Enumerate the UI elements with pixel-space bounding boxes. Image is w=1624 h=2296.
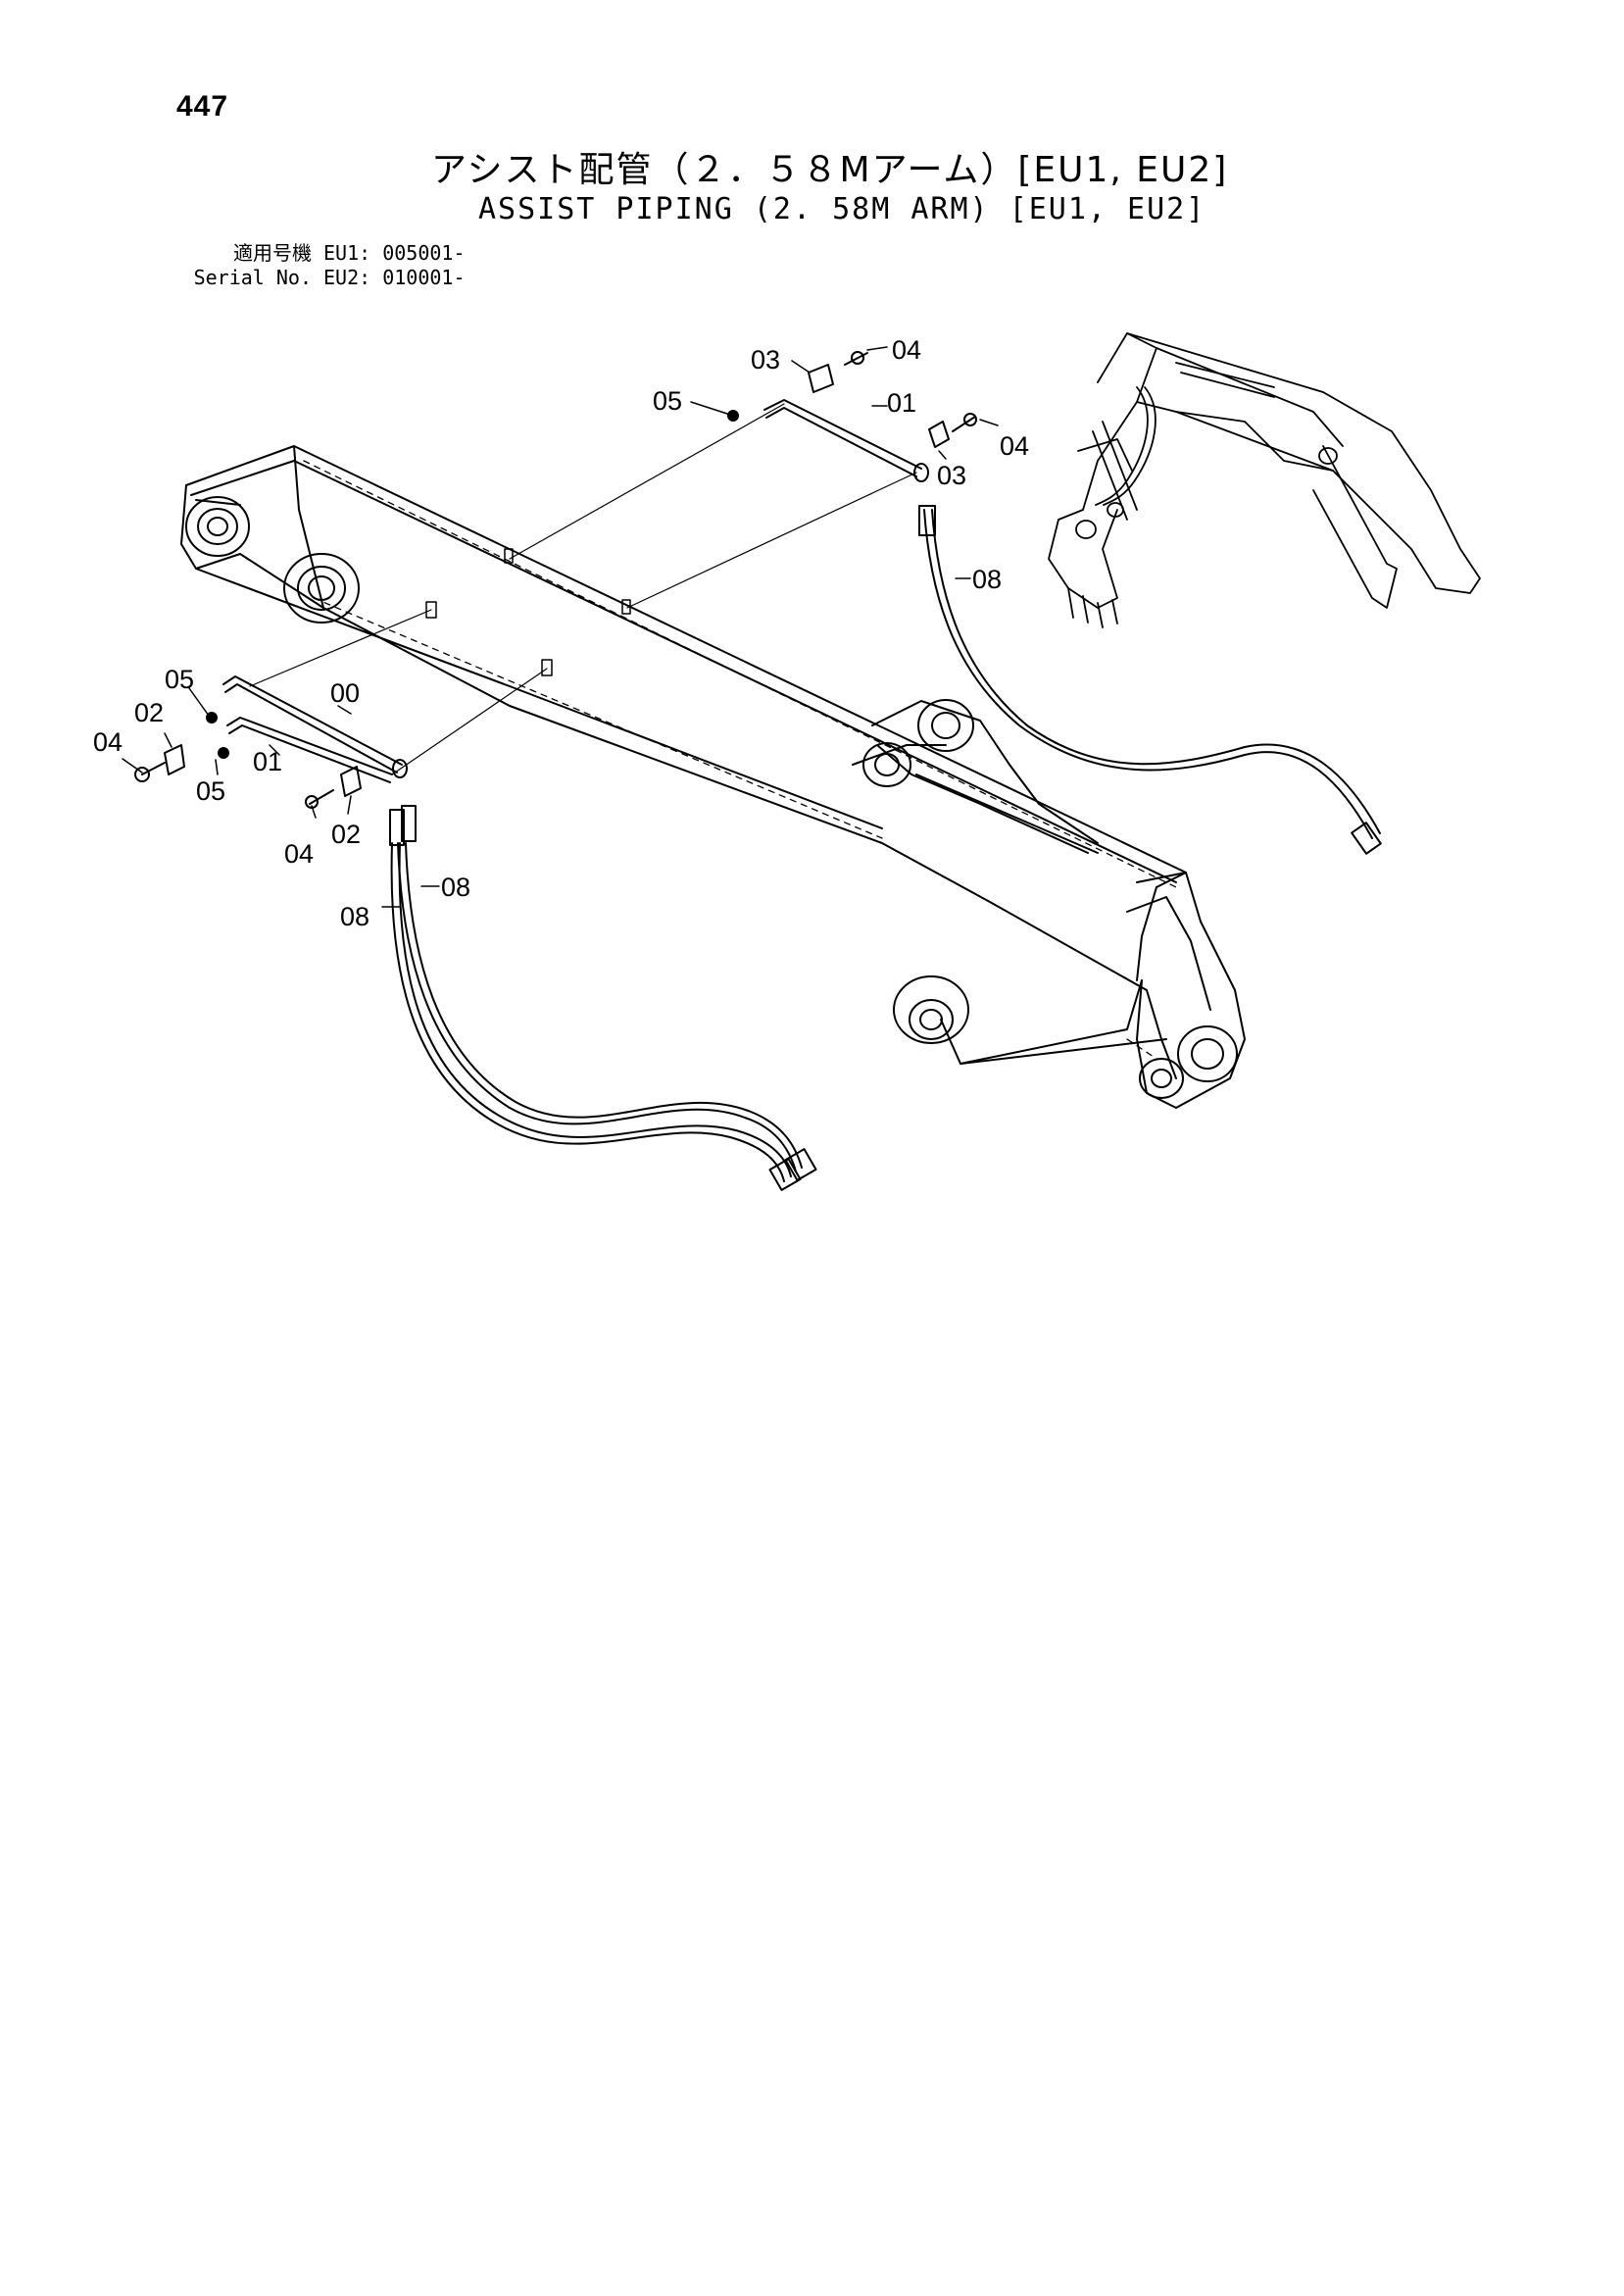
callout-05-left: 05 [165,665,194,694]
callout-08-left-a: 08 [441,873,470,902]
serial-row-en: Serial No. EU2: 010001- [172,266,466,290]
serial-applicability: 適用号機 EU1: 005001- Serial No. EU2: 010001- [172,241,466,290]
part-clamp-03-right [928,421,950,448]
part-bolt-04-left [134,762,166,782]
pipe-lower-pair [222,675,408,783]
pipe-upper [763,399,929,482]
serial-label-jp: 適用号機 [233,241,312,265]
callout-labels: 03 04 05 01 04 03 08 05 02 00 04 01 05 0… [93,335,1029,931]
title-japanese: アシスト配管（２．５８Mアーム）[EU1, EU2] [431,150,1229,190]
excavator-inset [1048,332,1481,628]
hose-left-b [389,805,817,1191]
part-clamp-03-top [808,364,834,393]
callout-04-right: 04 [1000,431,1029,461]
arm-pin-boss-lower [893,975,969,1044]
serial-row-jp: 適用号機 EU1: 005001- [172,241,466,266]
serial-value-eu2: EU2: 010001- [323,266,466,289]
hose-left-a [397,842,803,1173]
arm-pin-boss-left [185,496,250,557]
arm-clamps [425,548,631,676]
callout-05-top: 05 [653,386,682,416]
callout-01-top: 01 [887,388,916,418]
part-washer-05-top [727,410,739,422]
hose-right [918,505,1382,855]
arm-pin-boss-upper-right [862,699,974,787]
callout-leaders [122,346,999,908]
part-washer-05-left [206,712,229,759]
part-bolt-04-bottom [305,789,334,809]
arm-pin-boss-middle [283,553,360,624]
arm-pin-boss-right [1139,1025,1238,1099]
callout-02-bottom: 02 [331,820,361,849]
callout-00-left: 00 [330,678,360,708]
part-bolt-04-right [952,413,977,432]
part-bolt-04-top [844,351,868,366]
title-english: ASSIST PIPING (2. 58M ARM) [EU1, EU2] [478,192,1206,226]
serial-value-eu1: EU1: 005001- [323,241,466,265]
callout-03-right: 03 [937,461,966,490]
callout-08-right: 08 [972,565,1002,594]
part-clamp-02-bottom [340,766,362,797]
part-clamp-02-left [164,744,185,775]
serial-label-en: Serial No. [193,266,312,289]
arm-body [180,445,1246,1109]
pipe-leader-lines [249,403,917,775]
callout-05-left-low: 05 [196,776,225,806]
callout-04-left: 04 [93,727,123,757]
callout-04-bottom: 04 [284,839,314,869]
callout-03-top: 03 [751,345,780,374]
page-number: 447 [176,90,229,123]
callout-01-left: 01 [253,747,282,776]
callout-02-left: 02 [134,698,164,727]
callout-08-left-b: 08 [340,902,369,931]
callout-04-top: 04 [892,335,921,365]
